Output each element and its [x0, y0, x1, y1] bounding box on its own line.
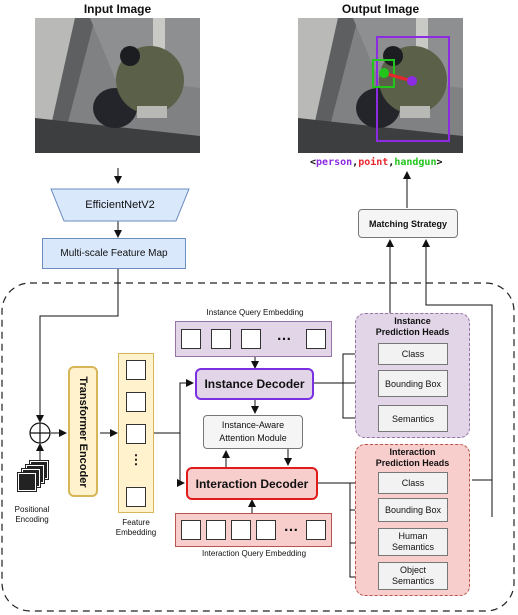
- attention-module-box: Instance-Aware Attention Module: [203, 415, 303, 449]
- feature-map-box: Multi-scale Feature Map: [42, 238, 186, 269]
- backbone-label: EfficientNetV2: [85, 199, 155, 211]
- interaction-query-label: Interaction Query Embedding: [201, 549, 307, 558]
- instance-heads-title-line1: Instance: [394, 316, 431, 326]
- interaction-heads-title: Interaction Prediction Heads: [356, 447, 469, 469]
- positional-encoding-icon: [17, 460, 58, 493]
- adder-icon: [29, 422, 51, 444]
- instance-query-token: [241, 329, 261, 349]
- triplet-close: >: [436, 157, 443, 168]
- instance-query-token: [181, 329, 201, 349]
- positional-encoding-line2: Encoding: [15, 515, 49, 524]
- instance-query-ellipsis: …: [276, 327, 292, 344]
- triplet-subject: person: [316, 157, 353, 168]
- interaction-head-object-semantics: Object Semantics: [378, 562, 448, 590]
- output-photo: [298, 18, 463, 153]
- interaction-query-row: …: [175, 513, 332, 547]
- instance-head-bbox: Bounding Box: [378, 370, 448, 397]
- instance-heads-title: Instance Prediction Heads: [356, 316, 469, 338]
- attention-module-line2: Attention Module: [219, 433, 287, 443]
- input-image-title: Input Image: [83, 2, 152, 16]
- interaction-query-ellipsis: …: [283, 518, 299, 535]
- triplet-sep2: ,: [388, 157, 395, 168]
- positional-encoding-label: Positional Encoding: [4, 505, 60, 525]
- dashed-container: [1, 282, 515, 612]
- interaction-decoder-box: Interaction Decoder: [186, 467, 318, 500]
- output-image-title: Output Image: [341, 2, 420, 16]
- person-bbox: [376, 36, 450, 142]
- feature-token: [126, 360, 146, 380]
- handgun-point: [379, 68, 389, 78]
- interaction-head-bbox: Bounding Box: [378, 498, 448, 522]
- instance-heads-title-line2: Prediction Heads: [375, 327, 450, 337]
- feature-ellipsis: ⋮: [129, 452, 143, 467]
- triplet-open: <: [310, 157, 317, 168]
- instance-query-token: [211, 329, 231, 349]
- interaction-heads-title-line2: Prediction Heads: [375, 458, 450, 468]
- triplet-object: handgun: [394, 157, 437, 168]
- interaction-heads-title-line1: Interaction: [389, 447, 436, 457]
- instance-head-semantics: Semantics: [378, 405, 448, 432]
- interaction-head-class: Class: [378, 472, 448, 494]
- instance-query-label: Instance Query Embedding: [206, 308, 304, 317]
- positional-encoding-line1: Positional: [14, 505, 50, 514]
- instance-query-token: [306, 329, 326, 349]
- person-point: [407, 76, 417, 86]
- attention-module-line1: Instance-Aware: [221, 420, 285, 430]
- feature-embedding-line2: Embedding: [115, 528, 157, 537]
- matching-strategy-box: Matching Strategy: [358, 209, 458, 238]
- transformer-encoder-label: Transformer Encoder: [77, 375, 89, 488]
- handgun-bbox: [372, 59, 395, 88]
- input-photo: [35, 18, 200, 153]
- interaction-query-token: [306, 520, 326, 540]
- backbone-shape: [50, 188, 190, 222]
- instance-query-row: …: [175, 321, 332, 357]
- triplet-verb: point: [358, 157, 389, 168]
- interaction-query-token: [231, 520, 251, 540]
- interaction-query-token: [206, 520, 226, 540]
- interaction-head-human-semantics: Human Semantics: [378, 528, 448, 556]
- feature-embedding-column: ⋮: [118, 353, 154, 513]
- instance-decoder-box: Instance Decoder: [195, 368, 314, 400]
- feature-token: [126, 487, 146, 507]
- feature-token: [126, 424, 146, 444]
- interaction-query-token: [181, 520, 201, 540]
- feature-token: [126, 392, 146, 412]
- triplet-sep1: ,: [352, 157, 359, 168]
- feature-embedding-label: Feature Embedding: [104, 518, 168, 538]
- transformer-encoder-box: Transformer Encoder: [68, 366, 98, 497]
- instance-head-class: Class: [378, 343, 448, 365]
- interaction-query-token: [256, 520, 276, 540]
- feature-embedding-line1: Feature: [122, 518, 150, 527]
- triplet-label: <person,point,handgun>: [310, 157, 510, 168]
